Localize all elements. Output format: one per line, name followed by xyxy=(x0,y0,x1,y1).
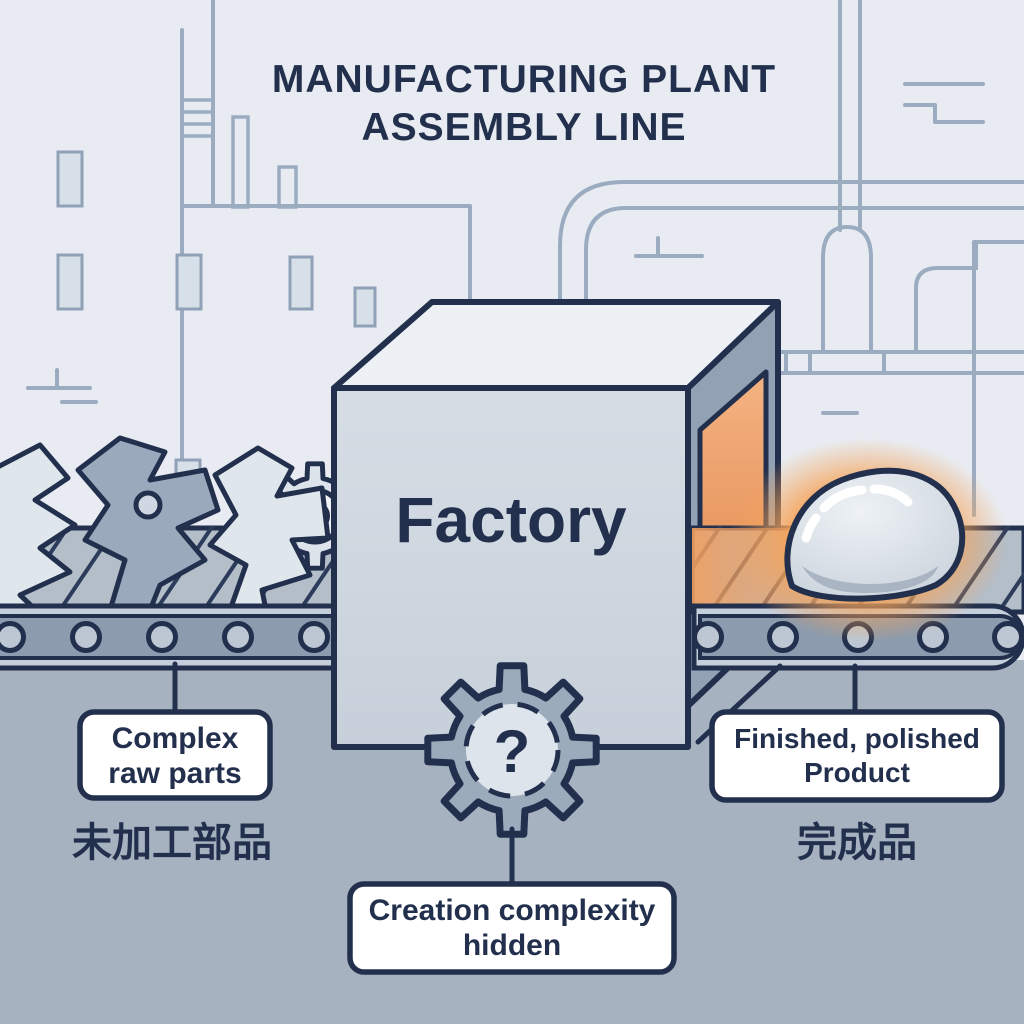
output-label-box xyxy=(709,709,1005,803)
input-label-line-1: Complex xyxy=(112,722,239,755)
hidden-label-box xyxy=(347,881,677,975)
output-label-line-2: Product xyxy=(804,757,910,788)
product-shadow xyxy=(802,566,938,593)
chimney-icon xyxy=(277,165,298,209)
input-caption-ja: 未加工部品 xyxy=(72,821,272,865)
question-mark-icon: ? xyxy=(494,718,531,785)
raw-parts xyxy=(0,435,370,615)
input-label-box xyxy=(77,709,273,801)
output-label: Finished, polished Product 完成品 xyxy=(709,709,1005,865)
gear-hub xyxy=(463,701,561,799)
hidden-label-line-2: hidden xyxy=(463,929,561,962)
hidden-label-line-1: Creation complexity xyxy=(369,894,656,927)
window xyxy=(175,253,203,311)
output-caption-ja: 完成品 xyxy=(797,821,917,865)
window xyxy=(56,253,84,311)
brick-icon xyxy=(903,82,985,124)
finished-product xyxy=(728,438,1008,642)
pipe-icon xyxy=(838,0,862,232)
window xyxy=(353,286,377,328)
title: MANUFACTURING PLANT ASSEMBLY LINE xyxy=(272,58,776,149)
part-hole xyxy=(133,490,163,520)
connector-lines xyxy=(172,661,858,887)
title-line-2: ASSEMBLY LINE xyxy=(361,106,686,149)
pipe-icon xyxy=(584,206,1024,304)
product-shine xyxy=(801,484,913,543)
raw-part-jagged xyxy=(207,445,331,613)
window xyxy=(56,150,84,208)
window xyxy=(288,255,314,311)
raw-part-jagged xyxy=(75,435,221,613)
chimney-icon xyxy=(231,115,250,209)
hidden-process-gear: ? xyxy=(424,662,600,838)
input-label-line-2: raw parts xyxy=(108,757,241,790)
ladder-icon xyxy=(182,98,213,138)
hidden-label: Creation complexity hidden xyxy=(347,881,677,975)
belt-rollers xyxy=(0,621,330,653)
pipe-icon xyxy=(558,180,1024,304)
output-label-line-1: Finished, polished xyxy=(734,723,980,754)
input-label: Complex raw parts 未加工部品 xyxy=(72,709,273,865)
factory-label: Factory xyxy=(395,484,627,556)
factory-top-face xyxy=(331,299,781,391)
input-conveyor-belt xyxy=(0,603,339,671)
title-line-1: MANUFACTURING PLANT xyxy=(272,58,776,101)
